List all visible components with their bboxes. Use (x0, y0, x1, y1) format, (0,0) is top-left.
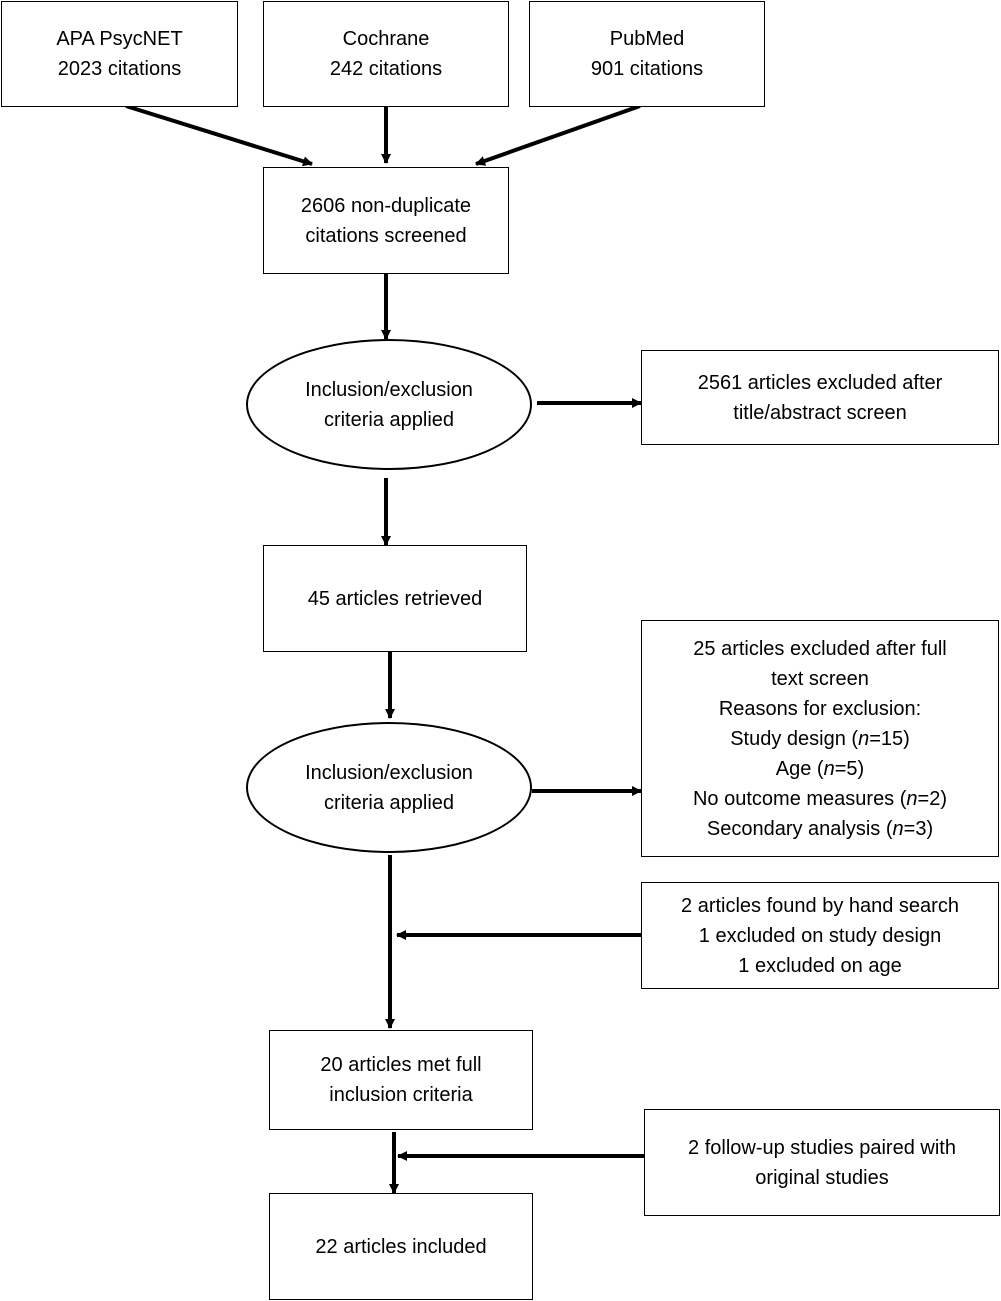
reason-label: Secondary analysis (706, 817, 881, 840)
criteria-line: Inclusion/exclusion (305, 378, 473, 401)
retrieved-box: 45 articles retrieved (263, 545, 527, 652)
exclusion-reason: No outcome measures (n=2) (692, 787, 948, 810)
source-count: 2023 citations (57, 58, 182, 80)
n-symbol: n (892, 817, 904, 840)
excluded-line: text screen (771, 667, 869, 690)
source-pubmed-box: PubMed 901 citations (529, 1, 765, 107)
criteria-applied-ellipse-1: Inclusion/exclusion criteria applied (246, 339, 532, 470)
hand-search-line: 1 excluded on age (738, 954, 902, 977)
excluded-line: title/abstract screen (733, 401, 907, 424)
screened-line: 2606 non-duplicate (300, 194, 472, 217)
excluded-title-abstract-box: 2561 articles excluded after title/abstr… (641, 350, 999, 445)
screened-box: 2606 non-duplicate citations screened (263, 167, 509, 274)
hand-search-box: 2 articles found by hand search 1 exclud… (641, 882, 999, 989)
follow-up-box: 2 follow-up studies paired with original… (644, 1109, 1000, 1216)
excluded-line: 2561 articles excluded after (697, 371, 943, 394)
follow-up-line: original studies (755, 1166, 889, 1189)
reason-count: 15 (880, 727, 904, 750)
reason-label: No outcome measures (692, 787, 895, 810)
included-box: 22 articles included (269, 1193, 533, 1300)
met-criteria-line: 20 articles met full (320, 1054, 482, 1076)
included-line: 22 articles included (315, 1235, 487, 1258)
met-criteria-line: inclusion criteria (329, 1084, 473, 1106)
arrow-pubmed-to-screened (475, 104, 641, 166)
source-count: 901 citations (590, 58, 704, 80)
screened-line: citations screened (305, 224, 467, 247)
retrieved-line: 45 articles retrieved (307, 587, 483, 610)
reason-label: Age (775, 757, 812, 780)
exclusion-reason: Age (n=5) (775, 757, 865, 780)
excluded-full-text-box: 25 articles excluded after full text scr… (641, 620, 999, 857)
n-symbol: n (906, 787, 918, 810)
reasons-heading: Reasons for exclusion: (718, 697, 922, 720)
follow-up-line: 2 follow-up studies paired with (688, 1136, 956, 1159)
n-symbol: n (858, 727, 870, 750)
excluded-line: 25 articles excluded after full (693, 637, 947, 660)
met-criteria-box: 20 articles met full inclusion criteria (269, 1030, 533, 1130)
criteria-line: criteria applied (323, 408, 455, 431)
criteria-line: criteria applied (323, 791, 455, 814)
source-cochrane-box: Cochrane 242 citations (263, 1, 509, 107)
source-name: APA PsycNET (56, 28, 183, 50)
source-psycnet-box: APA PsycNET 2023 citations (1, 1, 238, 107)
exclusion-reason: Secondary analysis (n=3) (706, 817, 934, 840)
source-name: PubMed (609, 28, 685, 50)
reason-count: 3 (915, 817, 927, 840)
exclusion-reason: Study design (n=15) (730, 727, 910, 750)
reason-count: 2 (929, 787, 941, 810)
reason-count: 5 (846, 757, 858, 780)
source-name: Cochrane (342, 28, 430, 50)
hand-search-line: 2 articles found by hand search (681, 894, 959, 917)
n-symbol: n (823, 757, 835, 780)
reason-label: Study design (730, 727, 846, 750)
source-count: 242 citations (329, 58, 443, 80)
arrow-psycnet-to-screened (125, 104, 313, 167)
criteria-line: Inclusion/exclusion (305, 761, 473, 784)
criteria-applied-ellipse-2: Inclusion/exclusion criteria applied (246, 722, 532, 853)
hand-search-line: 1 excluded on study design (698, 924, 942, 947)
